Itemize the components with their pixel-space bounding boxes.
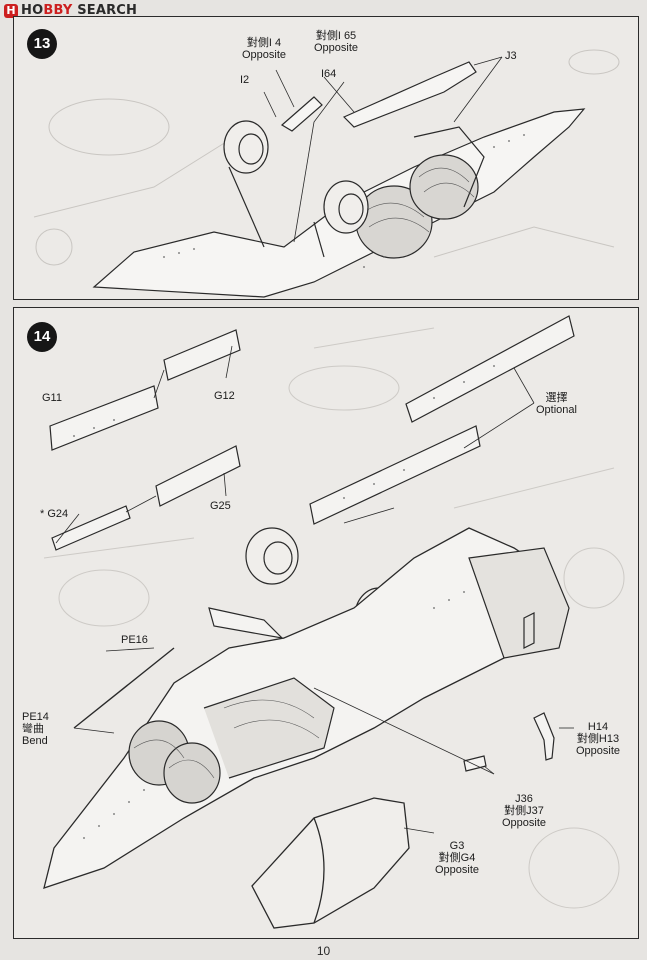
label-pe16: PE16 [121,634,148,646]
step-13-drawing [33,49,620,298]
step-13-panel: 13 [13,16,639,300]
label-i2: I2 [240,74,250,86]
label-g24: * G24 [40,508,69,520]
step-14-panel: 14 [13,307,639,939]
brand-mark-icon: H [4,3,18,18]
brand-name: HOBBY SEARCH [21,3,138,18]
label-g12: G12 [214,390,235,402]
step-14-drawing [43,315,625,929]
label-g25: G25 [210,500,231,512]
page-number: 10 [316,944,331,958]
step-13-badge: 13 [27,29,57,59]
label-g11: G11 [42,392,62,404]
step-14-badge: 14 [27,322,57,352]
hobbysearch-logo: H HOBBY SEARCH [4,3,137,18]
label-i64: I64 [321,68,337,80]
label-j3: J3 [505,50,517,62]
